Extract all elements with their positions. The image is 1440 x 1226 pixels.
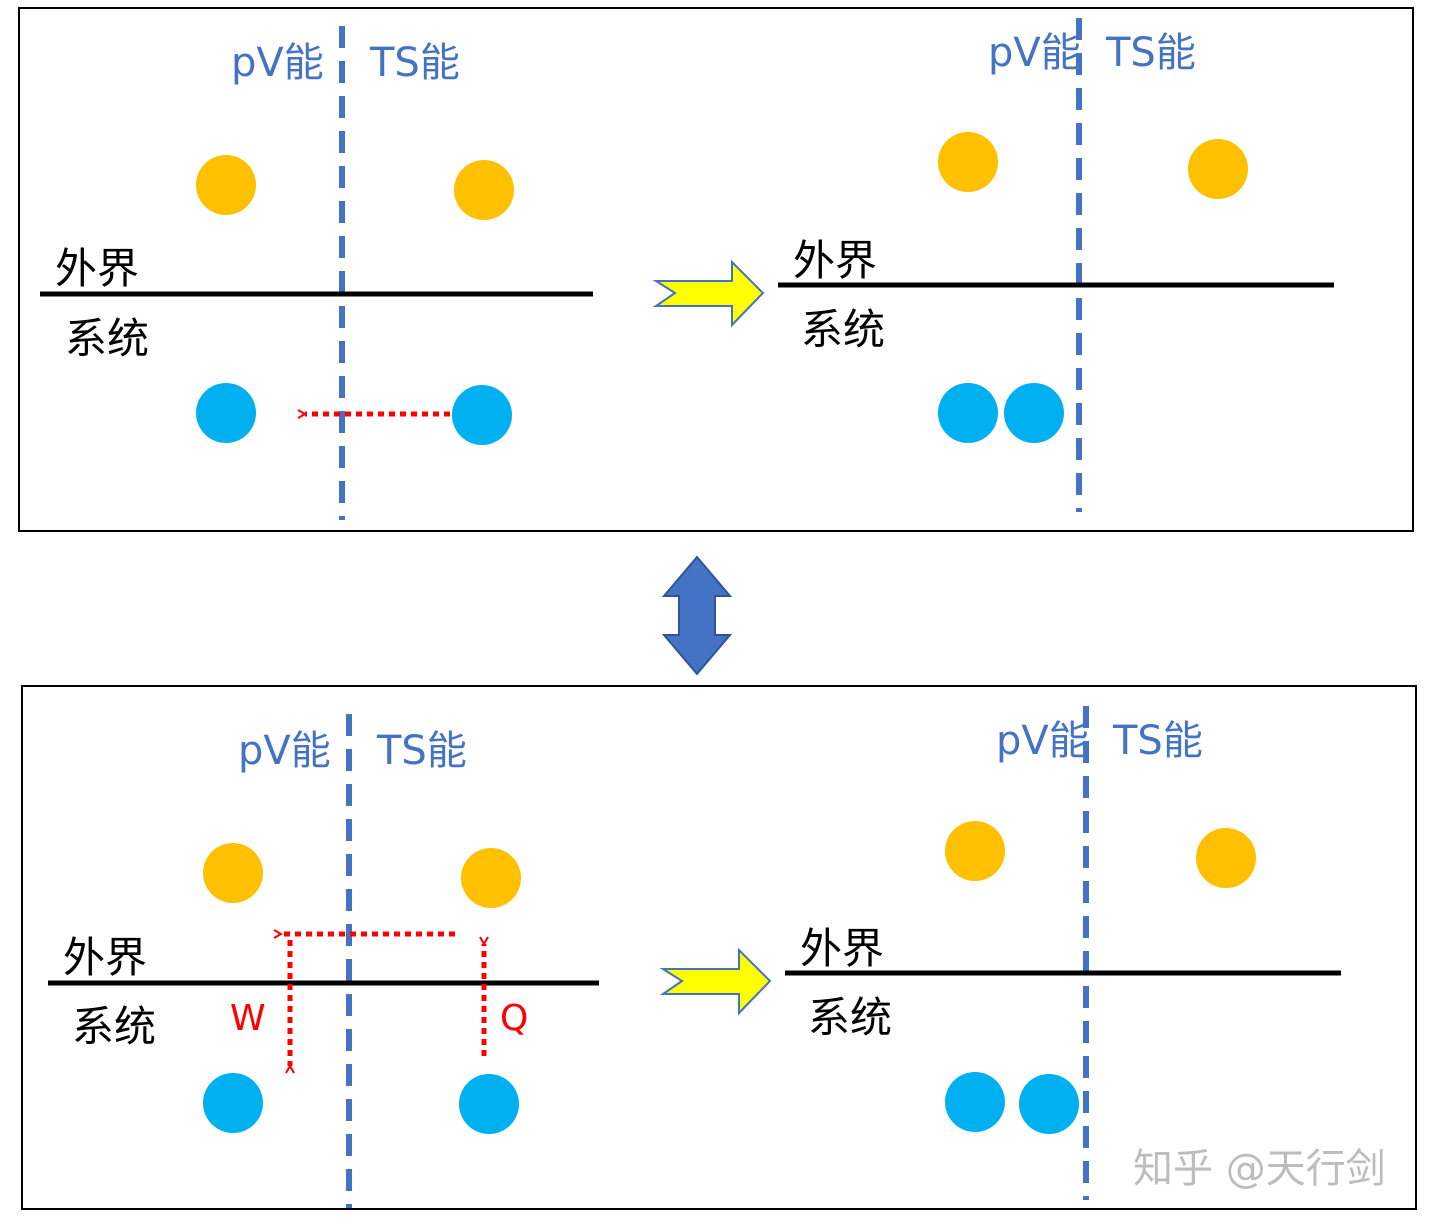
surroundings-particle (945, 821, 1005, 881)
surroundings-particle (454, 160, 514, 220)
pv-energy-label: pV能 (988, 30, 1081, 76)
pv-energy-label: pV能 (238, 728, 331, 774)
system-label: 系统 (65, 314, 149, 363)
surroundings-particle (938, 132, 998, 192)
surroundings-label: 外界 (800, 924, 884, 973)
right-arrow-icon (652, 259, 765, 328)
surroundings-particle (203, 843, 263, 903)
work-label: W (230, 998, 266, 1039)
top-right-scene: pV能 TS能 外界 系统 (778, 18, 1334, 512)
system-particle (1019, 1074, 1079, 1134)
system-label: 系统 (801, 305, 885, 354)
surroundings-particle (1196, 828, 1256, 888)
heat-label: Q (500, 998, 528, 1039)
system-label: 系统 (808, 993, 892, 1042)
system-particle (945, 1072, 1005, 1132)
surroundings-particle (1188, 139, 1248, 199)
watermark: 知乎 @天行剑 (1133, 1146, 1386, 1192)
surroundings-particle (196, 155, 256, 215)
double-vertical-arrow-icon (661, 555, 733, 676)
system-label: 系统 (72, 1002, 156, 1051)
system-particle (938, 383, 998, 443)
ts-energy-label: TS能 (369, 40, 460, 86)
ts-energy-label: TS能 (376, 728, 467, 774)
pv-energy-label: pV能 (996, 718, 1089, 764)
system-particle (196, 383, 256, 443)
pv-energy-label: pV能 (231, 40, 324, 86)
top-left-scene: pV能 TS能 外界 系统 (40, 26, 593, 520)
bottom-right-scene: pV能 TS能 外界 系统 (785, 706, 1341, 1200)
system-particle (1004, 383, 1064, 443)
surroundings-label: 外界 (55, 244, 139, 293)
bottom-left-scene: pV能 TS能 外界 系统 W Q (48, 714, 599, 1208)
system-particle (452, 385, 512, 445)
bottom-panel-frame (21, 685, 1417, 1210)
top-panel-frame (18, 7, 1414, 532)
surroundings-label: 外界 (793, 236, 877, 285)
right-arrow-icon (659, 947, 772, 1016)
system-particle (459, 1074, 519, 1134)
surroundings-particle (461, 848, 521, 908)
ts-energy-label: TS能 (1105, 30, 1196, 76)
surroundings-label: 外界 (63, 933, 147, 982)
system-particle (203, 1073, 263, 1133)
ts-energy-label: TS能 (1112, 718, 1203, 764)
